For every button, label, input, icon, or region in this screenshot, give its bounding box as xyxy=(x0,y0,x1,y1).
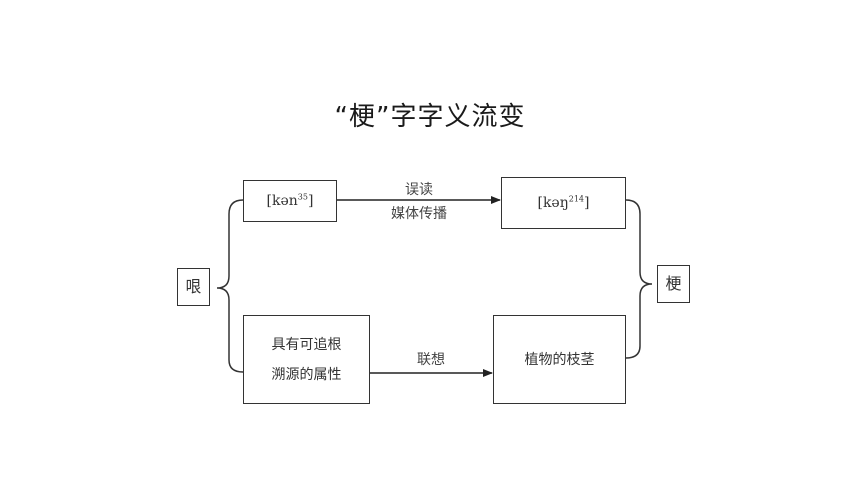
target-char: 梗 xyxy=(665,274,682,293)
edge-label-association: 联想 xyxy=(417,352,445,368)
attribute-line-2: 溯源的属性 xyxy=(271,366,342,383)
right-brace xyxy=(625,199,653,359)
phonetic-b: [kəŋ214] xyxy=(537,194,590,211)
diagram-title: “梗”字字义流变 xyxy=(334,102,526,132)
plant-label: 植物的枝茎 xyxy=(524,351,595,368)
phonetic-box-a: [kən35] xyxy=(243,180,337,222)
plant-box: 植物的枝茎 xyxy=(493,315,626,404)
phonetic-a: [kən35] xyxy=(266,192,314,209)
attribute-box: 具有可追根 溯源的属性 xyxy=(243,315,370,404)
edge-label-misread: 误读 xyxy=(405,182,433,198)
edge-label-media: 媒体传播 xyxy=(391,206,447,222)
attribute-line-1: 具有可追根 xyxy=(271,336,342,353)
left-brace xyxy=(216,199,244,373)
source-node: 哏 xyxy=(177,268,210,306)
source-char: 哏 xyxy=(185,277,202,296)
phonetic-box-b: [kəŋ214] xyxy=(501,177,626,229)
target-node: 梗 xyxy=(657,265,690,303)
